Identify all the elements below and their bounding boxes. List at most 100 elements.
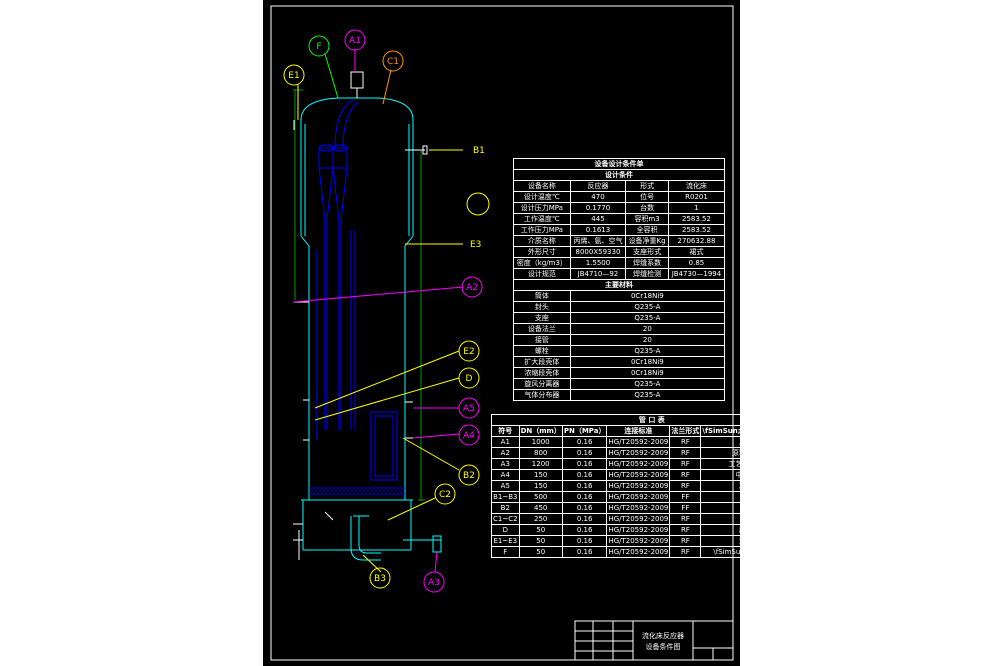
nozzle-cell: 50 <box>518 524 563 536</box>
design-table-subtitle: 设计条件 <box>513 169 725 181</box>
nozzle-cell: 0.16 <box>561 436 608 448</box>
nozzle-cell: 0.16 <box>561 524 608 536</box>
material-part: 扩大段壳体 <box>513 356 571 368</box>
nozzle-label-A4: A4 <box>458 424 480 446</box>
material-part: 浓缩段壳体 <box>513 367 571 379</box>
design-cell: 支座形式 <box>625 246 669 258</box>
design-cell: 形式 <box>625 180 669 192</box>
vessel-drawing: F A1 C1 E1 B1 E3 A2 E2 D A5 A4 B2 <box>270 5 734 661</box>
nozzle-cell: 原料混合气入口 <box>700 447 813 459</box>
nozzle-cell: RF <box>669 546 702 558</box>
nozzle-header-cell: PN（MPa） <box>561 425 608 437</box>
material-grade: 0Cr18Ni9 <box>569 290 726 302</box>
design-cell: 270632.88 <box>667 235 726 247</box>
nozzle-header-cell: 符号 <box>491 425 520 437</box>
label-A1-text: A1 <box>349 36 361 46</box>
nozzle-label-E2: E2 <box>458 340 480 362</box>
design-cell: 8000X59330 <box>569 246 627 258</box>
nozzle-table-title: 管 口 表 <box>491 414 813 426</box>
design-cell: 设备净重Kg <box>625 235 669 247</box>
design-cell: 密度（kg/m3） <box>513 257 571 269</box>
nozzle-cell: HG/T20592-2009 <box>606 524 671 536</box>
design-cell: 1 <box>667 202 726 214</box>
nozzle-cell: A2 <box>491 447 520 459</box>
nozzle-cell: 中压蒸汽出口 <box>700 469 813 481</box>
nozzle-cell: 0.16 <box>561 447 608 459</box>
material-part: 筒体 <box>513 290 571 302</box>
nozzle-cell: RF <box>669 480 702 492</box>
design-table-title: 设备设计条件单 <box>513 158 725 170</box>
nozzle-cell: \fSimSun;\h0.6;\h1放净口 <box>700 546 813 558</box>
nozzle-cell: HG/T20592-2009 <box>606 502 671 514</box>
nozzle-cell: B2 <box>491 502 520 514</box>
nozzle-cell: RF <box>669 458 702 470</box>
material-grade: 0Cr18Ni9 <box>569 367 726 379</box>
nozzle-cell: HG/T20592-2009 <box>606 513 671 525</box>
label-C2-text: C2 <box>439 490 451 500</box>
nozzle-cell: 150 <box>518 480 563 492</box>
nozzle-cell: 1200 <box>518 458 563 470</box>
material-grade: 20 <box>569 334 726 346</box>
empty-circle <box>466 192 490 216</box>
nozzle-cell: RF <box>669 436 702 448</box>
nozzle-cell: 0.16 <box>561 469 608 481</box>
dimension-lines <box>293 89 425 501</box>
nozzle-cell: 500 <box>518 491 563 503</box>
design-cell: 0.1613 <box>569 224 627 236</box>
design-cell: 1.5500 <box>569 257 627 269</box>
nozzle-cell: RF <box>669 535 702 547</box>
nozzle-header-cell: 连接标准 <box>606 425 671 437</box>
nozzle-label-A5: A5 <box>458 397 480 419</box>
nozzle-cell: 50 <box>518 546 563 558</box>
nozzle-cell: 150 <box>518 469 563 481</box>
material-grade: 20 <box>569 323 726 335</box>
nozzle-cell: 250 <box>518 513 563 525</box>
label-B3-text: B3 <box>374 574 386 584</box>
material-part: 旋风分离器 <box>513 378 571 390</box>
drawing-sheet: F A1 C1 E1 B1 E3 A2 E2 D A5 A4 B2 <box>263 0 813 666</box>
label-D-text: D <box>466 374 473 384</box>
design-cell: 2583.52 <box>667 224 726 236</box>
material-part: 封头 <box>513 301 571 313</box>
nozzle-cell: HG/T20592-2009 <box>606 436 671 448</box>
nozzle-cell: 450 <box>518 502 563 514</box>
nozzle-cell: A5 <box>491 480 520 492</box>
material-grade: Q235-A <box>569 389 726 401</box>
design-cell: 位号 <box>625 191 669 203</box>
design-cell: 设备名称 <box>513 180 571 192</box>
label-A5-text: A5 <box>463 404 475 414</box>
material-part: 设备法兰 <box>513 323 571 335</box>
nozzle-cell: B1~B3 <box>491 491 520 503</box>
nozzle-cell: HG/T20592-2009 <box>606 447 671 459</box>
design-cell: JB4730—1994 <box>667 268 726 280</box>
design-cell: 焊缝系数 <box>625 257 669 269</box>
label-E3-text: E3 <box>470 240 481 250</box>
nozzle-cell: 50 <box>518 535 563 547</box>
label-B2-text: B2 <box>463 471 475 481</box>
design-cell: 介质名称 <box>513 235 571 247</box>
design-cell: 流化床 <box>667 180 726 192</box>
nozzle-cell: 压力计接口 <box>700 524 813 536</box>
design-cell: 工作压力MPa <box>513 224 571 236</box>
nozzle-header-cell: 法兰形式 <box>669 425 702 437</box>
